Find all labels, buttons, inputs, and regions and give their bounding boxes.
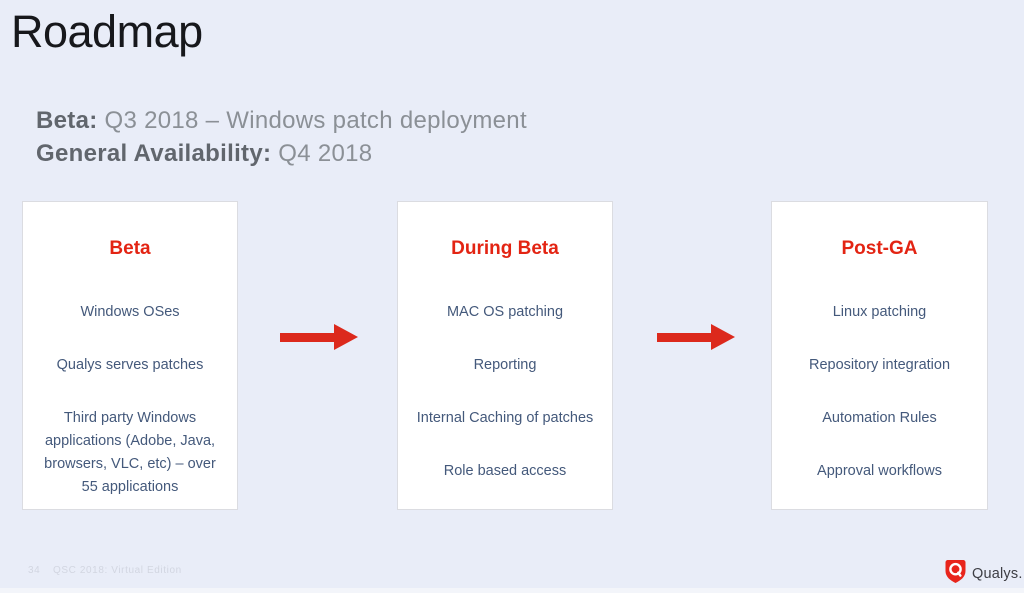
page-number: 34 [28,565,41,576]
subtitle-line-ga: General Availability: Q4 2018 [36,137,527,170]
card-post-ga: Post-GA Linux patching Repository integr… [771,201,988,510]
card-beta-item: Windows OSes [80,304,180,320]
card-during-beta-item: Reporting [473,357,537,373]
card-during-beta-item: Internal Caching of patches [416,410,594,426]
card-beta-item: Qualys serves patches [56,357,204,373]
card-post-ga-item: Automation Rules [822,410,937,426]
card-post-ga-item: Repository integration [808,357,951,373]
card-beta-item: Third party Windows applications (Adobe,… [44,410,216,495]
card-during-beta: During Beta MAC OS patching Reporting In… [397,201,613,510]
card-beta-title: Beta [109,238,151,259]
right-arrow-icon [657,324,735,350]
slide-bottom-edge [0,588,1024,593]
beta-label: Beta: [36,107,98,134]
card-post-ga-title: Post-GA [841,238,918,259]
qualys-shield-icon [944,558,967,589]
card-beta: Beta Windows OSes Qualys serves patches … [22,201,238,510]
ga-value: Q4 2018 [271,140,373,167]
beta-value: Q3 2018 – Windows patch deployment [97,107,527,134]
ga-label: General Availability: [36,140,272,167]
event-label: QSC 2018: Virtual Edition [53,565,182,576]
card-during-beta-item: Role based access [443,463,567,479]
subtitle: Beta: Q3 2018 – Windows patch deployment… [36,104,527,170]
page-title: Roadmap [11,6,203,57]
card-during-beta-title: During Beta [451,238,559,259]
qualys-logo-text: Qualys. [972,565,1023,582]
card-post-ga-item: Approval workflows [817,463,942,479]
qualys-logo: Qualys. [944,558,1023,589]
card-during-beta-item: MAC OS patching [446,304,564,320]
card-post-ga-item: Linux patching [832,304,927,320]
right-arrow-icon [280,324,358,350]
subtitle-line-beta: Beta: Q3 2018 – Windows patch deployment [36,104,527,137]
